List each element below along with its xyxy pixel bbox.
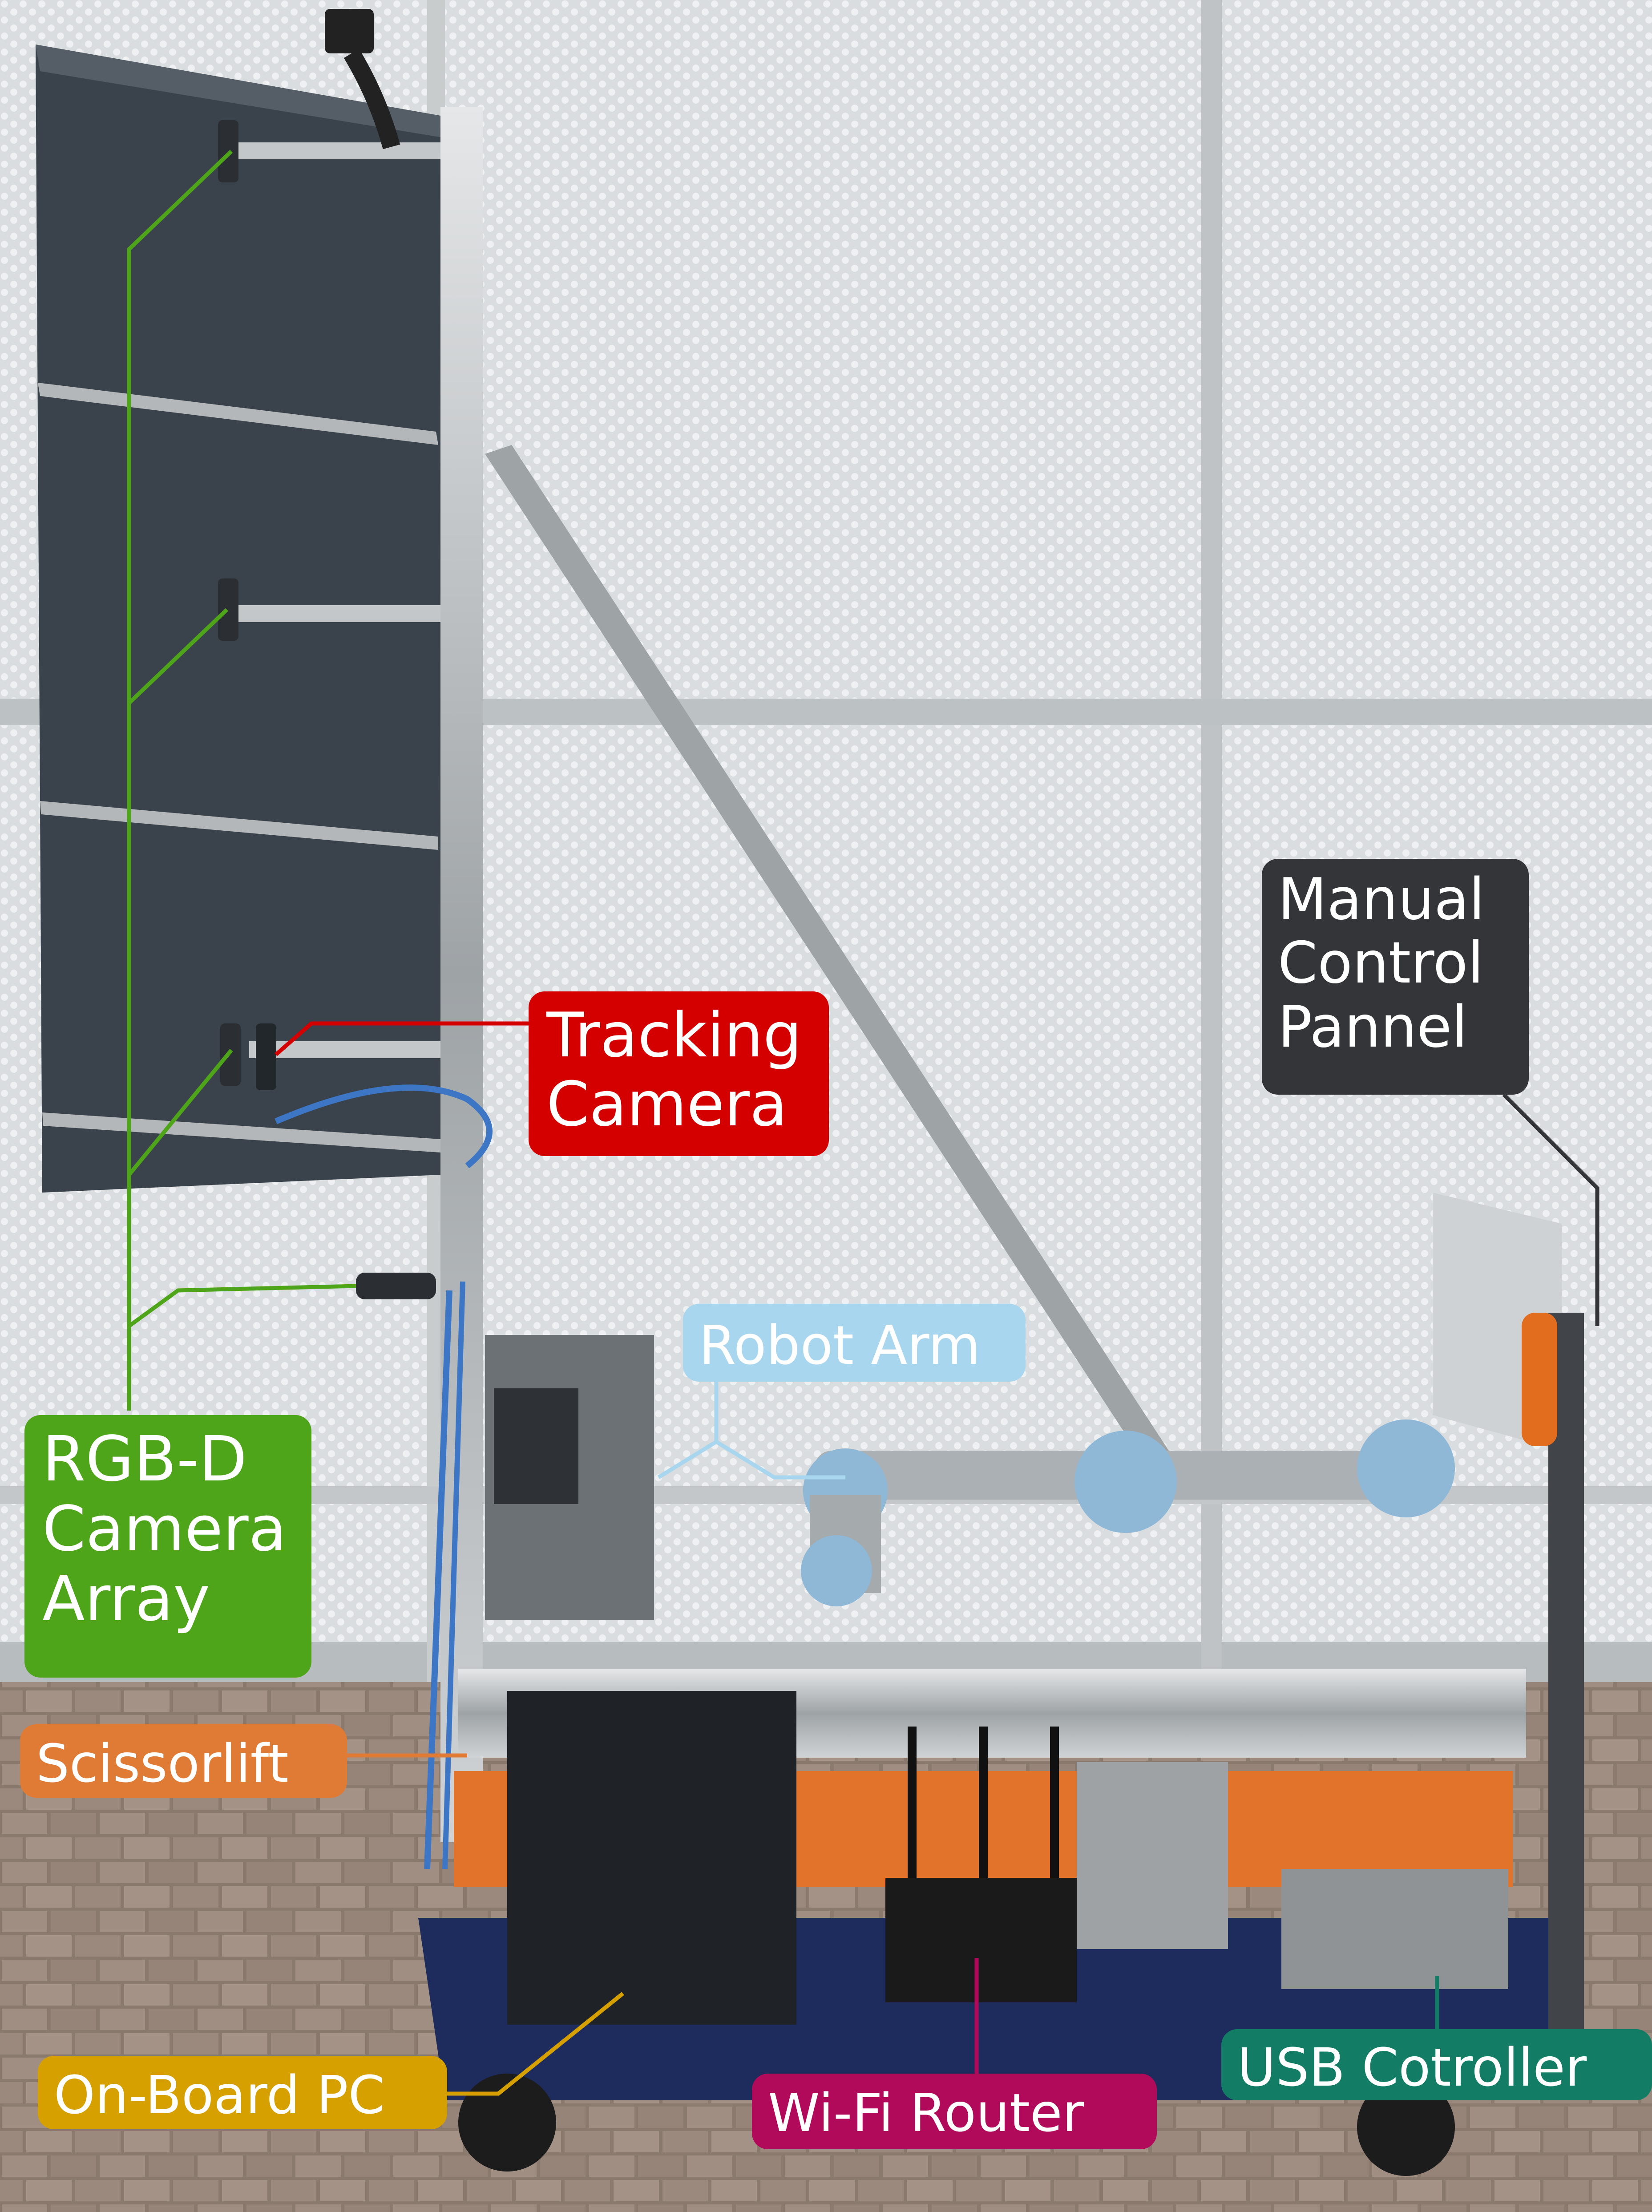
on-board-pc <box>507 1691 796 2025</box>
label-robot-arm: Robot Arm <box>683 1304 1026 1382</box>
label-rgbd-camera-array: RGB-D Camera Array <box>24 1415 311 1678</box>
label-scissorlift: Scissorlift <box>20 1724 347 1798</box>
label-on-board-pc: On-Board PC <box>38 2056 447 2129</box>
mast <box>440 107 483 1842</box>
label-usb-cotroller: USB Cotroller <box>1221 2029 1652 2100</box>
wifi-router <box>885 1878 1077 2002</box>
usb-controller-box <box>1281 1869 1508 1989</box>
label-tracking-camera: Tracking Camera <box>529 991 829 1156</box>
label-wifi-router: Wi-Fi Router <box>752 2074 1157 2149</box>
label-manual-control-pannel: Manual Control Pannel <box>1262 859 1529 1095</box>
diagonal-brace <box>485 445 1175 1468</box>
